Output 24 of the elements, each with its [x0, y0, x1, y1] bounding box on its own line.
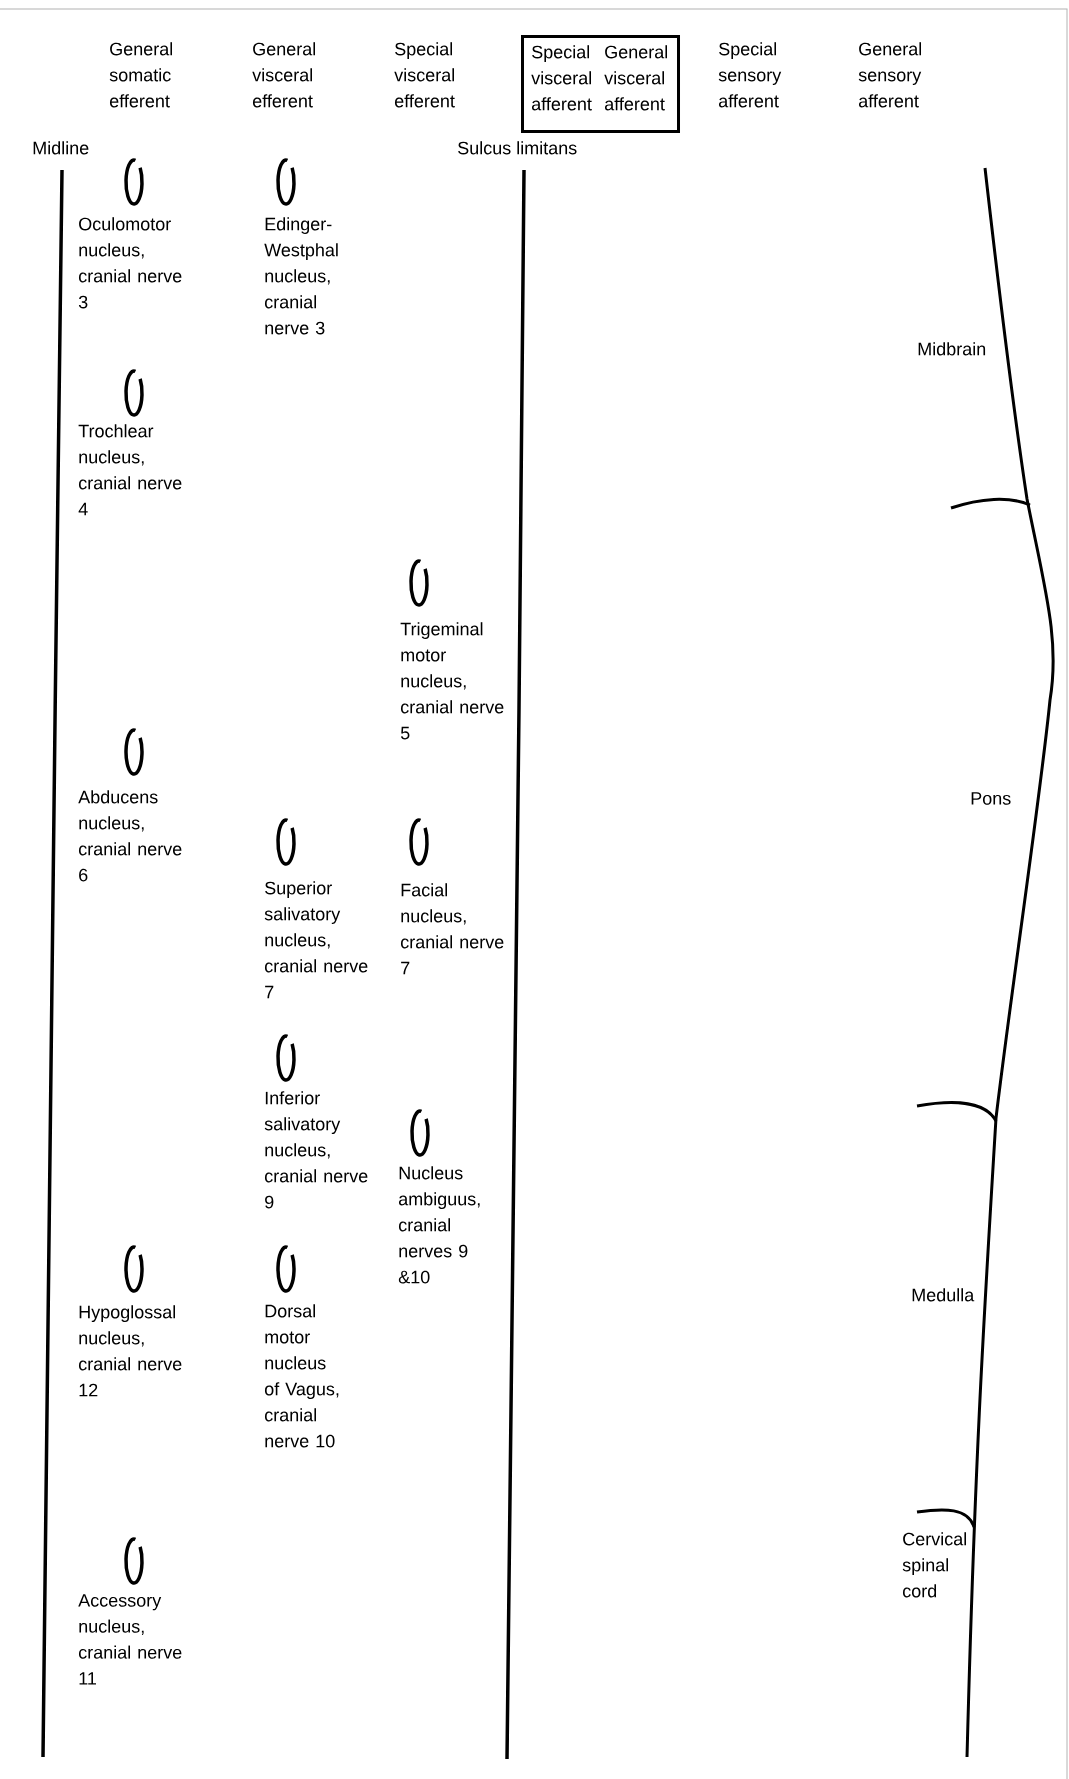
nucleus-label: Superior salivatory nucleus, cranial nerve 7 — [264, 881, 368, 999]
region-label: Medulla — [912, 1288, 975, 1302]
nucleus-label: Abducens nucleus, cranial nerve 6 — [78, 790, 182, 882]
column-heading: General somatic efferent — [109, 42, 172, 108]
heading-box: Special visceral afferent General visceral afferent — [521, 35, 680, 133]
region-label: Pons — [971, 792, 1011, 805]
nucleus-label: Inferior salivatory nucleus, cranial nerve 9 — [264, 1091, 368, 1209]
line-label: Sulcus limitans — [458, 141, 577, 155]
region-label: Cervical spinal cord — [902, 1532, 966, 1598]
nucleus-label: Hypoglossal nucleus, cranial nerve 12 — [78, 1305, 182, 1397]
nucleus-label: Accessory nucleus, cranial nerve 11 — [78, 1594, 182, 1685]
nucleus-label: Nucleus ambiguus, cranial nerves 9 &10 — [398, 1166, 480, 1284]
nucleus-label: Edinger-Westphal nucleus, cranial nerve 3 — [264, 217, 338, 335]
nucleus-label: Trochlear nucleus, cranial nerve 4 — [78, 424, 182, 516]
nucleus-label: Dorsal motor nucleus of Vagus, cranial nerve 10 — [264, 1304, 339, 1448]
column-heading: General sensory afferent — [858, 42, 922, 108]
nucleus-label: Facial nucleus, cranial nerve 7 — [400, 883, 504, 975]
column-heading: General visceral efferent — [252, 42, 315, 108]
line-label: Midline — [33, 141, 89, 155]
column-heading: Special sensory afferent — [718, 42, 782, 108]
region-label: Midbrain — [918, 342, 986, 356]
column-heading: Special visceral efferent — [394, 42, 455, 108]
nucleus-label: Oculomotor nucleus, cranial nerve 3 — [78, 217, 182, 309]
nucleus-label: Trigeminal motor nucleus, cranial nerve 5 — [400, 622, 504, 740]
